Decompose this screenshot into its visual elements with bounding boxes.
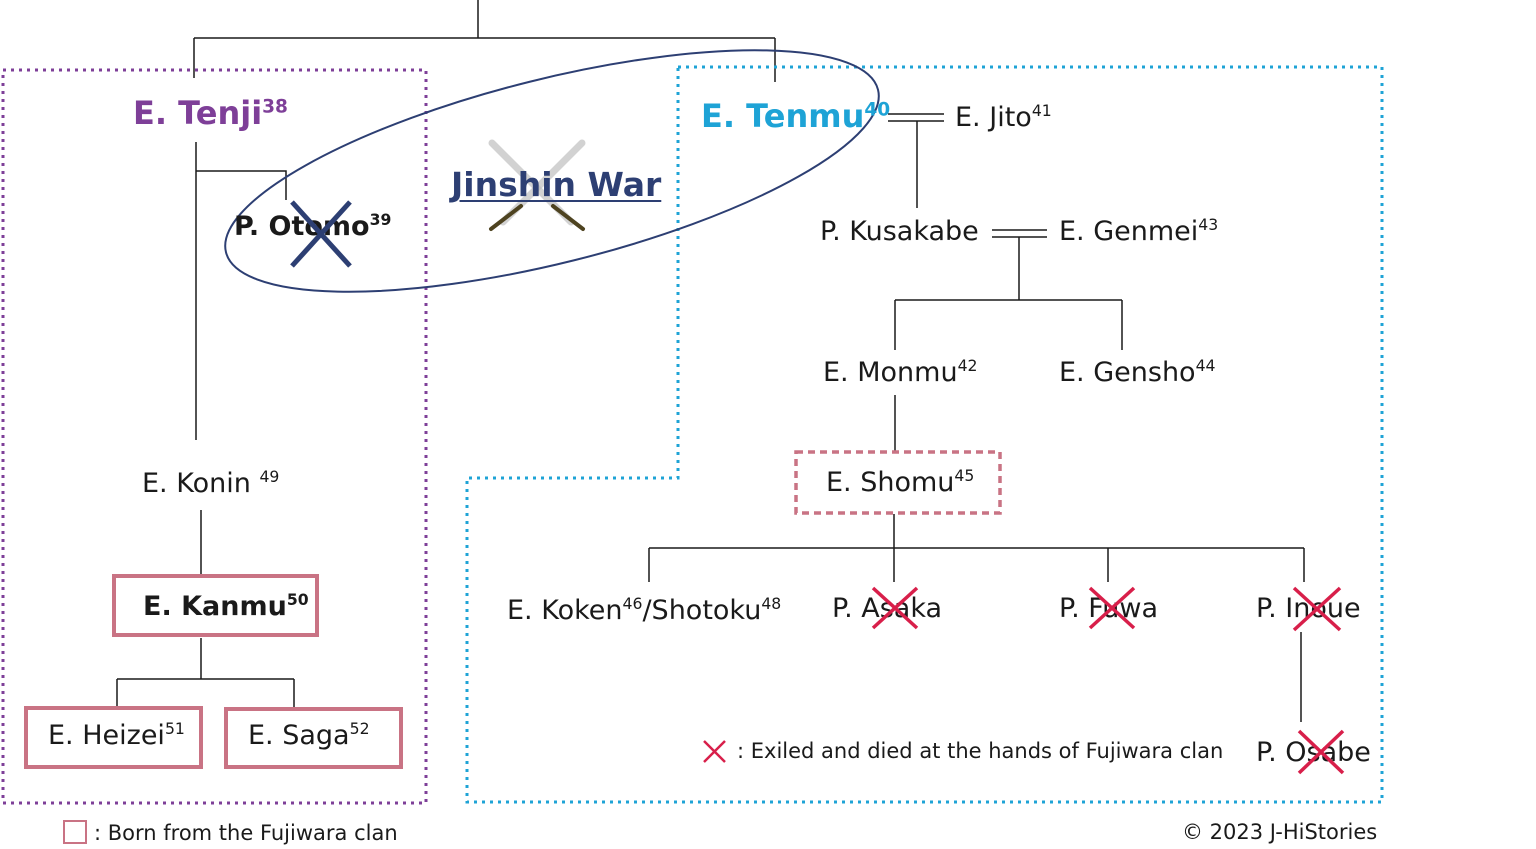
person-genmei: E. Genmei43 (1059, 215, 1219, 247)
konin-kanmu-line (116, 510, 295, 708)
legend-fujiwara-text: : Born from the Fujiwara clan (94, 821, 398, 845)
fujiwara-box-heizei (24, 706, 203, 769)
person-shomu: E. Shomu45 (826, 466, 975, 498)
jinshin-war-label: Jinshin War (451, 165, 662, 204)
person-kusakabe: P. Kusakabe (820, 216, 979, 247)
tenmu-jito-marriage (888, 113, 944, 208)
fujiwara-box-kanmu (112, 574, 319, 637)
tenji-line-boundary (1, 68, 428, 805)
person-gensho: E. Gensho44 (1059, 356, 1216, 388)
inoue-exile-x-icon (1292, 586, 1342, 632)
kusakabe-genmei-marriage (992, 229, 1047, 300)
legend-red-x-icon (703, 740, 726, 763)
monmu-gensho-line (894, 299, 1123, 350)
tenji-descent-line (195, 142, 287, 440)
person-monmu: E. Monmu42 (823, 356, 978, 388)
person-koken-shotoku: E. Koken46/Shotoku48 (507, 594, 782, 626)
person-kanmu: E. Kanmu50 (143, 590, 309, 622)
person-konin: E. Konin 49 (142, 467, 280, 499)
person-inoue: P. Inoue (1256, 593, 1361, 624)
crossed-swords-icon (488, 139, 586, 231)
person-saga: E. Saga52 (248, 719, 370, 751)
fujiwara-box-saga (224, 707, 403, 769)
person-heizei: E. Heizei51 (48, 719, 185, 751)
person-jito: E. Jito41 (955, 101, 1052, 133)
shomu-children-line (648, 514, 1305, 582)
osabe-exile-x-icon (1297, 729, 1345, 775)
tenmu-line-boundary (465, 65, 1384, 804)
root-line (193, 0, 776, 82)
fuwa-exile-x-icon (1088, 586, 1136, 630)
fujiwara-box-shomu (794, 450, 1002, 515)
person-asaka: P. Asaka (832, 593, 943, 624)
copyright: © 2023 J-HiStories (1182, 820, 1378, 844)
legend-exiled-text: : Exiled and died at the hands of Fujiwa… (737, 739, 1224, 763)
jinshin-war-ellipse (224, 49, 880, 293)
asaka-exile-x-icon (871, 586, 919, 630)
person-tenji: E. Tenji38 (133, 94, 288, 132)
legend-fujiwara-swatch (63, 820, 87, 844)
person-tenmu: E. Tenmu40 (701, 97, 891, 135)
otomo-defeat-x-icon (290, 200, 352, 268)
